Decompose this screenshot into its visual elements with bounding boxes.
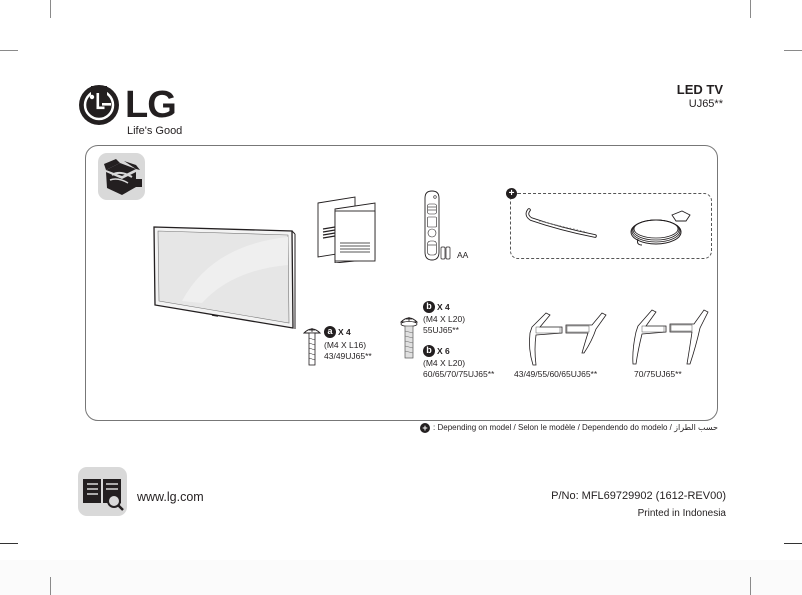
- cable-tie-icon: [525, 207, 600, 247]
- product-model: UJ65**: [688, 98, 723, 110]
- crop-mark: [0, 50, 18, 51]
- stand-models-label: 43/49/55/60/65UJ65**: [514, 369, 598, 379]
- screw-quantity: X 4: [437, 301, 450, 312]
- optional-footnote: +: Depending on model / Selon le modèle …: [420, 423, 718, 433]
- screw-a-icon: [302, 326, 322, 373]
- crop-mark: [0, 543, 18, 544]
- screw-letter-badge: a: [324, 326, 336, 338]
- screw-quantity: X 6: [437, 345, 450, 356]
- online-manual-icon: [83, 479, 124, 511]
- crop-mark: [750, 577, 751, 595]
- lg-logo-icon: [78, 84, 120, 126]
- stand-legs-icon: [630, 306, 710, 373]
- package-contents-box: [85, 145, 718, 421]
- bottom-margin: [0, 560, 802, 595]
- optional-plus-icon: +: [420, 423, 431, 433]
- screw-models: 60/65/70/75UJ65**: [423, 369, 495, 379]
- optional-plus-icon: +: [506, 188, 517, 199]
- screw-spec: (M4 X L20): [423, 314, 466, 324]
- screw-letter-badge: b: [423, 301, 435, 313]
- footnote-text: : Depending on model / Selon le modèle /…: [433, 423, 718, 433]
- open-box-icon: [104, 159, 142, 195]
- crop-mark: [784, 50, 802, 51]
- product-type: LED TV: [676, 82, 723, 97]
- screw-b-icon: [398, 314, 420, 367]
- screw-models: 55UJ65**: [423, 325, 459, 335]
- crop-mark: [50, 577, 51, 595]
- optional-items-box: [510, 193, 712, 259]
- screw-letter-badge: b: [423, 345, 435, 357]
- screw-quantity: X 4: [338, 326, 351, 337]
- screw-spec: (M4 X L16): [324, 340, 367, 350]
- crop-mark: [750, 0, 751, 18]
- box-icon-tile: [98, 153, 145, 200]
- stand-models-label: 70/75UJ65**: [634, 369, 682, 379]
- brand-logo-text: LG: [125, 84, 177, 126]
- part-number: P/No: MFL69729902 (1612-REV00): [551, 490, 726, 502]
- power-cord-icon: [628, 205, 698, 255]
- brand-tagline: Life's Good: [127, 125, 183, 137]
- screw-spec: (M4 X L20): [423, 358, 466, 368]
- tv-icon: [152, 225, 297, 340]
- printed-in: Printed in Indonesia: [637, 508, 726, 519]
- crop-mark: [50, 0, 51, 18]
- crop-mark: [784, 543, 802, 544]
- website-link[interactable]: www.lg.com: [137, 490, 204, 504]
- manual-booklets-icon: [315, 193, 380, 268]
- stand-legs-icon: [522, 309, 607, 374]
- magic-remote-icon: [421, 190, 459, 267]
- battery-label: AA: [457, 250, 469, 260]
- screw-models: 43/49UJ65**: [324, 351, 372, 361]
- manual-icon-tile: [78, 467, 127, 516]
